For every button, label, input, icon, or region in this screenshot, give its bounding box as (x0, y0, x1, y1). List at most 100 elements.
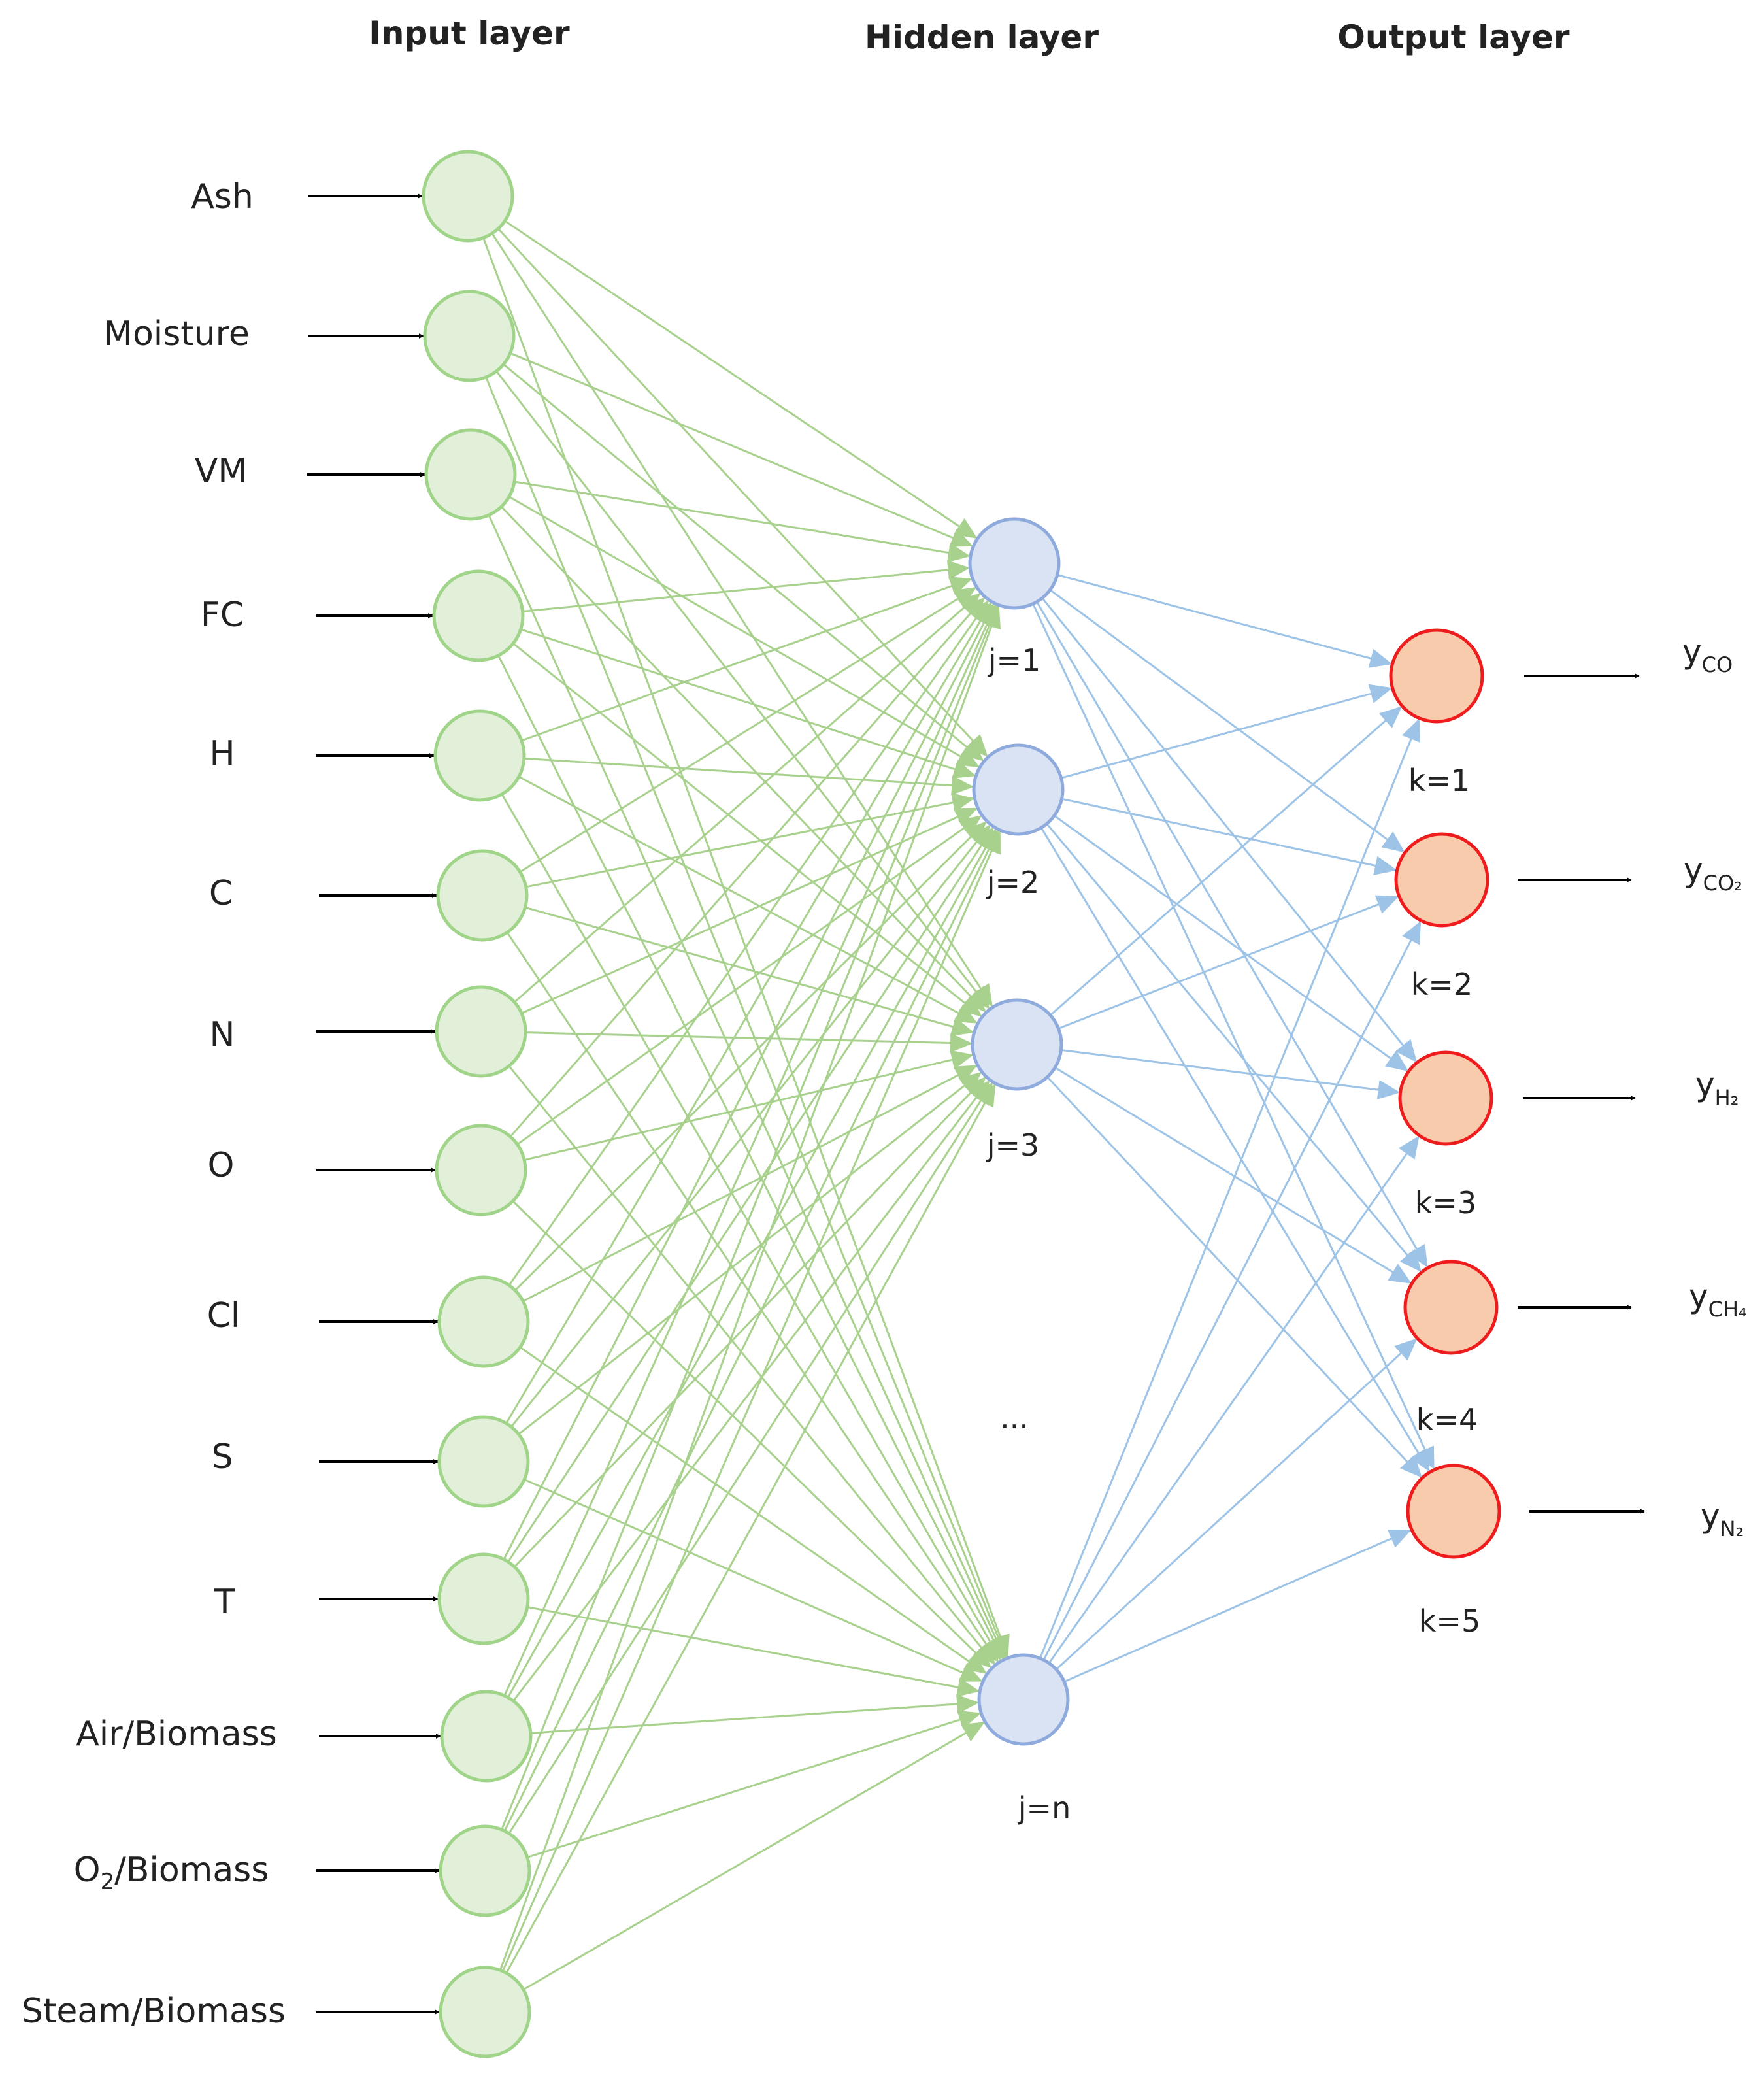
output-input-arrowhead (1378, 706, 1403, 728)
input-hidden-edge (521, 582, 961, 742)
hidden-input-arrowhead (982, 605, 1001, 629)
input-hidden-edge (512, 1200, 984, 1660)
input-node (436, 849, 529, 942)
hidden-input-arrowhead (976, 1083, 996, 1108)
output-variable-label: yCO (1682, 633, 1733, 677)
hidden-output-edge (1061, 690, 1380, 779)
hidden-input-arrowhead (964, 820, 987, 844)
input-hidden-edge (524, 1479, 972, 1677)
input-hidden-edge (512, 643, 973, 1010)
input-node (433, 709, 526, 802)
output-input-arrowhead (1373, 856, 1397, 876)
input-hidden-edge (523, 1727, 974, 1991)
input-label: Ash (191, 177, 254, 216)
input-hidden-edge (520, 628, 964, 773)
input-hidden-edge (507, 837, 988, 1563)
input-hidden-connections (482, 220, 1005, 1991)
input-hidden-edge (505, 1094, 990, 1974)
output-node (1403, 1260, 1499, 1355)
hidden-output-edge (1061, 797, 1385, 869)
output-input-arrowhead (1395, 1039, 1418, 1063)
hidden-input-arrowhead (969, 1646, 992, 1669)
output-node-label: k=3 (1415, 1185, 1476, 1220)
input-label: H (209, 734, 235, 773)
hidden-input-arrowhead (957, 592, 981, 615)
output-variable-label: yH₂ (1695, 1065, 1739, 1110)
output-variable-label: yCH₄ (1689, 1277, 1747, 1322)
hidden-output-edge (1057, 900, 1388, 1030)
input-node (440, 1690, 533, 1783)
input-label: FC (201, 595, 244, 635)
input-hidden-edge (506, 931, 993, 1652)
hidden-output-edge (1063, 1533, 1401, 1683)
output-input-arrowhead (1387, 1529, 1412, 1548)
hidden-input-arrowhead (961, 1722, 986, 1742)
input-hidden-edge (503, 841, 994, 1832)
input-hidden-edge (488, 514, 1001, 1648)
input-node (439, 1966, 531, 2058)
input-hidden-edge (508, 1065, 988, 1656)
output-input-arrowhead (1368, 648, 1393, 668)
hidden-output-edge (1041, 597, 1410, 1053)
hidden-input-arrowhead (952, 760, 976, 779)
hidden-input-arrowhead (963, 989, 986, 1013)
input-hidden-edge (497, 227, 980, 748)
input-hidden-edge (501, 842, 997, 1972)
hidden-output-edge (1057, 574, 1380, 662)
hidden-input-arrowhead (953, 1065, 978, 1084)
hidden-input-arrowhead (949, 528, 974, 547)
hidden-input-arrowhead (958, 1071, 982, 1094)
hidden-output-edge (1048, 1145, 1413, 1664)
connection-arrowheads (946, 518, 1435, 1742)
input-node (435, 1124, 527, 1216)
input-hidden-edge (503, 363, 975, 754)
hidden-output-edge (1036, 601, 1422, 1258)
output-node-label: k=5 (1419, 1603, 1480, 1639)
input-hidden-edge (522, 1070, 967, 1302)
hidden-input-arrowhead (956, 1677, 980, 1698)
output-input-arrowhead (1374, 895, 1399, 914)
output-node (1398, 1050, 1493, 1146)
output-input-arrowhead (1399, 1248, 1422, 1273)
hidden-output-edge (1046, 823, 1414, 1263)
hidden-output-edge (1061, 1048, 1388, 1092)
hidden-input-arrowhead (956, 748, 980, 768)
input-hidden-edge (518, 775, 967, 1018)
hidden-node-label: j=2 (986, 865, 1040, 900)
output-input-arrowhead (1368, 684, 1393, 703)
input-hidden-edge (508, 495, 969, 762)
input-node (437, 1275, 530, 1368)
hidden-output-connections (1032, 574, 1430, 1683)
input-hidden-edge (527, 1716, 969, 1858)
hidden-input-arrowhead (950, 1050, 974, 1069)
input-label: S (211, 1437, 233, 1477)
hidden-input-arrowhead (956, 1694, 980, 1714)
input-hidden-edge (500, 506, 978, 1004)
hidden-input-arrowhead (947, 560, 971, 580)
output-input-arrowhead (1394, 1338, 1418, 1361)
hidden-output-edge (1039, 729, 1416, 1659)
hidden-output-edge (1032, 603, 1430, 1458)
output-input-arrowhead (1384, 1050, 1409, 1072)
output-input-arrowhead (1398, 1135, 1420, 1160)
hidden-node-label: j=3 (986, 1128, 1040, 1163)
output-input-arrowhead (1410, 1448, 1430, 1473)
hidden-node-label: j=1 (988, 643, 1041, 678)
input-hidden-edge (509, 606, 978, 1137)
output-node-label: k=4 (1416, 1402, 1478, 1437)
hidden-input-arrowhead (954, 1004, 978, 1024)
output-layer-title: Output layer (1337, 18, 1570, 56)
input-label: Air/Biomass (76, 1715, 277, 1754)
hidden-node (968, 517, 1061, 610)
output-input-arrowhead (1399, 1454, 1423, 1478)
input-hidden-edge (514, 480, 958, 556)
input-hidden-edge (495, 370, 983, 1000)
output-node (1406, 1464, 1501, 1559)
input-label: N (210, 1015, 235, 1054)
input-hidden-edge (510, 352, 962, 543)
output-input-arrowhead (1381, 831, 1405, 853)
output-input-arrowhead (1402, 718, 1420, 743)
output-variable-label: yCO₂ (1684, 851, 1742, 896)
input-hidden-edge (519, 1346, 977, 1667)
input-hidden-edge (516, 822, 973, 1145)
